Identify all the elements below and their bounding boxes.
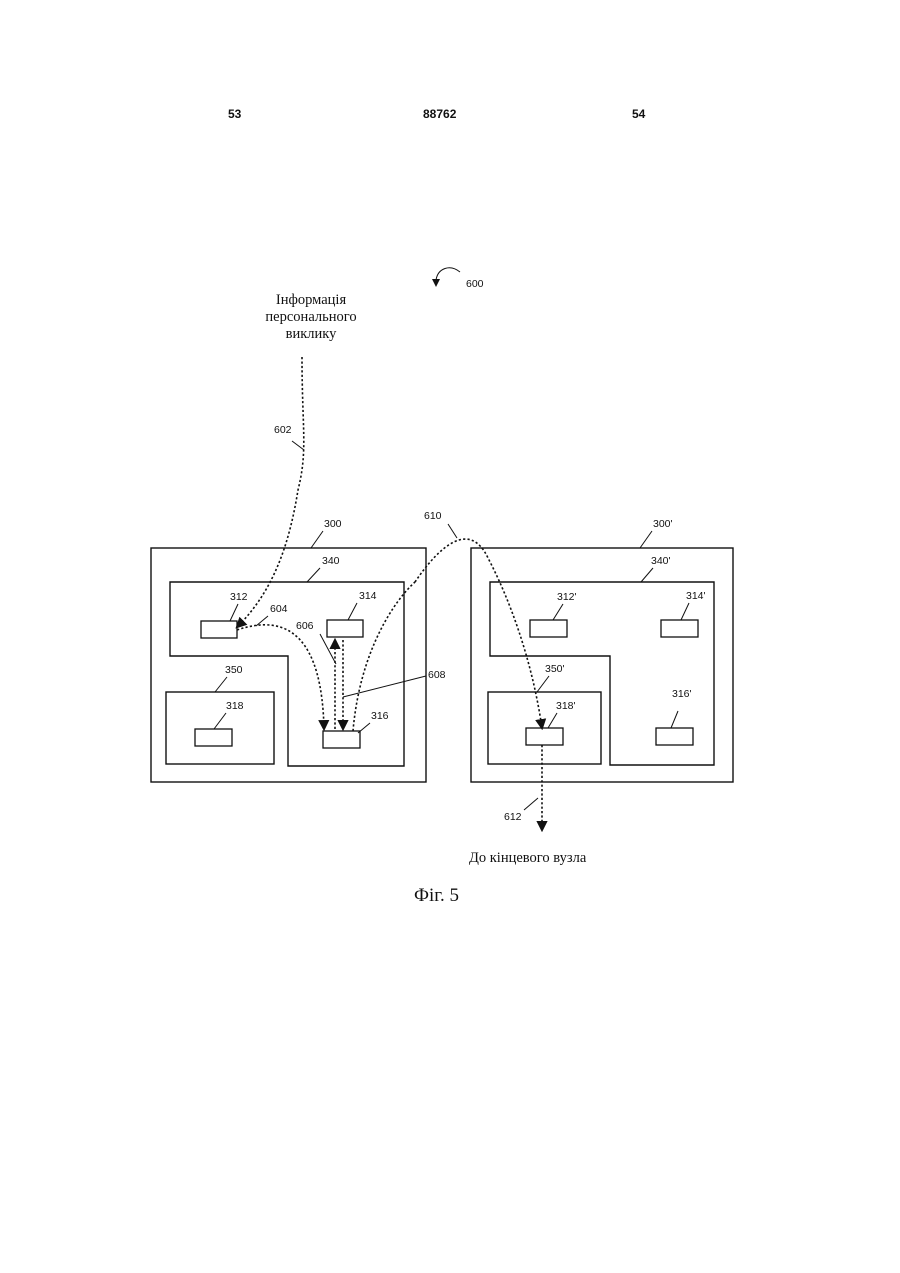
label-610: 610 bbox=[424, 510, 442, 522]
input-label-line-3: виклику bbox=[286, 326, 337, 342]
component-316p bbox=[656, 728, 693, 745]
leader-602 bbox=[292, 441, 304, 450]
ref-600-arrowhead bbox=[432, 279, 440, 287]
label-314p: 314' bbox=[686, 590, 706, 602]
leader-300 bbox=[311, 531, 323, 548]
label-314: 314 bbox=[359, 590, 377, 602]
label-316p: 316' bbox=[672, 688, 692, 700]
leader-612 bbox=[524, 798, 538, 810]
flow-610 bbox=[415, 539, 542, 728]
leader-340p bbox=[641, 568, 653, 582]
input-label-line-2: персонального bbox=[265, 309, 356, 325]
leader-608 bbox=[343, 676, 426, 697]
label-350: 350 bbox=[225, 664, 243, 676]
component-314p bbox=[661, 620, 698, 637]
component-318p bbox=[526, 728, 563, 745]
label-340: 340 bbox=[322, 555, 340, 567]
label-608: 608 bbox=[428, 669, 446, 681]
label-316: 316 bbox=[371, 710, 389, 722]
leader-314 bbox=[348, 603, 357, 620]
label-318: 318 bbox=[226, 700, 244, 712]
label-340p: 340' bbox=[651, 555, 671, 567]
label-350p: 350' bbox=[545, 663, 565, 675]
label-606: 606 bbox=[296, 620, 314, 632]
leader-350p bbox=[537, 676, 549, 692]
output-label: До кінцевого вузла bbox=[469, 850, 587, 866]
label-312p: 312' bbox=[557, 591, 577, 603]
leader-350 bbox=[215, 677, 227, 692]
node-300p-box bbox=[471, 548, 733, 782]
leader-610 bbox=[448, 524, 457, 538]
component-314 bbox=[327, 620, 363, 637]
flow-604 bbox=[237, 625, 324, 729]
leader-312 bbox=[230, 604, 238, 621]
leader-604 bbox=[256, 616, 268, 626]
flow-610-inner bbox=[353, 582, 415, 731]
label-612: 612 bbox=[504, 811, 522, 823]
component-312 bbox=[201, 621, 237, 638]
label-318p: 318' bbox=[556, 700, 576, 712]
zone-350-box bbox=[166, 692, 274, 764]
leader-340 bbox=[307, 568, 320, 582]
ref-600: 600 bbox=[466, 278, 484, 290]
ref-600-arrow bbox=[436, 268, 460, 280]
flow-602 bbox=[237, 357, 304, 627]
leader-316p bbox=[671, 711, 678, 728]
input-label-line-1: Інформація bbox=[276, 292, 347, 308]
leader-318 bbox=[214, 713, 226, 729]
component-316 bbox=[323, 731, 360, 748]
leader-606 bbox=[320, 634, 336, 664]
label-602: 602 bbox=[274, 424, 292, 436]
label-300: 300 bbox=[324, 518, 342, 530]
leader-316 bbox=[358, 723, 370, 733]
label-312: 312 bbox=[230, 591, 248, 603]
label-300p: 300' bbox=[653, 518, 673, 530]
component-318 bbox=[195, 729, 232, 746]
label-604: 604 bbox=[270, 603, 288, 615]
leader-318p bbox=[548, 713, 557, 728]
component-312p bbox=[530, 620, 567, 637]
leader-312p bbox=[553, 604, 563, 620]
figure-caption: Фіг. 5 bbox=[414, 885, 459, 906]
leader-314p bbox=[681, 603, 689, 620]
leader-300p bbox=[640, 531, 652, 548]
